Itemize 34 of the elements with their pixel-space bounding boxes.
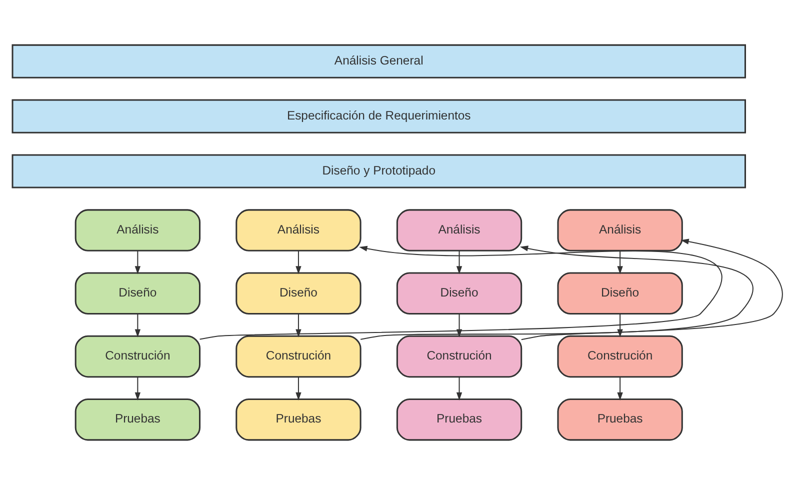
node-box: Diseño <box>396 272 522 314</box>
arrow <box>134 250 141 274</box>
node-box: Construción <box>557 335 683 378</box>
node-box: Análisis <box>236 209 362 252</box>
node-box: Pruebas <box>74 398 201 441</box>
arrow <box>456 314 462 338</box>
arrow <box>456 377 462 400</box>
node-box: Construción <box>74 335 201 378</box>
node-box: Diseño <box>557 272 683 314</box>
node-box: Análisis <box>74 209 201 252</box>
arrow <box>521 238 783 340</box>
node-box: Análisis General <box>12 44 746 78</box>
node-box: Pruebas <box>236 398 362 441</box>
arrow <box>617 250 623 274</box>
arrow <box>617 314 623 338</box>
node-box: Análisis <box>396 209 522 252</box>
arrow <box>296 377 302 400</box>
node-box: Análisis <box>557 209 683 252</box>
node-box: Pruebas <box>557 398 683 441</box>
arrow <box>134 377 141 400</box>
node-box: Construción <box>236 335 362 378</box>
node-box: Pruebas <box>396 398 522 441</box>
arrow <box>456 250 462 274</box>
arrow <box>617 377 623 400</box>
arrow <box>296 314 302 338</box>
arrow <box>360 246 752 340</box>
node-box: Diseño <box>74 272 201 314</box>
arrow <box>134 314 141 338</box>
node-box: Construción <box>396 335 522 378</box>
arrow <box>200 246 722 340</box>
arrow <box>296 250 302 274</box>
node-box: Diseño <box>236 272 362 314</box>
node-box: Diseño y Prototipado <box>12 154 746 188</box>
node-box: Especificación de Requerimientos <box>12 99 746 134</box>
